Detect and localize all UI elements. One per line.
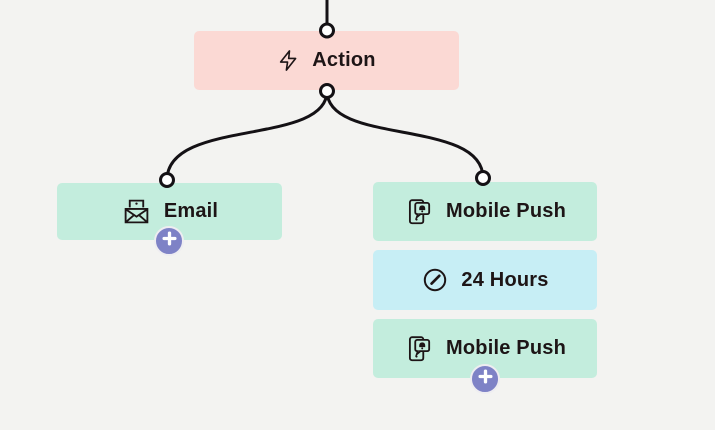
edge-action-to-email (165, 90, 329, 181)
clock-icon (421, 266, 449, 294)
node-email-label: Email (163, 200, 219, 222)
plus-icon (477, 369, 493, 389)
lightning-icon (277, 48, 300, 73)
node-mobile-push-1[interactable]: Mobile Push (373, 182, 597, 241)
node-action-label: Action (312, 49, 376, 71)
node-mobile-push-1-label: Mobile Push (446, 200, 566, 222)
node-delay-24-hours[interactable]: 24 Hours (373, 250, 597, 310)
node-mobile-push-2-label: Mobile Push (446, 337, 566, 359)
add-step-after-mobile-push-button[interactable] (470, 364, 500, 394)
plus-icon (161, 231, 177, 251)
node-delay-label: 24 Hours (461, 268, 549, 291)
add-step-after-email-button[interactable] (154, 226, 184, 256)
mobile-push-icon (404, 333, 434, 365)
node-action[interactable]: Action (194, 31, 459, 90)
mobile-push-icon (404, 196, 434, 228)
email-envelope-icon (121, 197, 152, 226)
edge-action-to-mobile-push (325, 90, 485, 179)
